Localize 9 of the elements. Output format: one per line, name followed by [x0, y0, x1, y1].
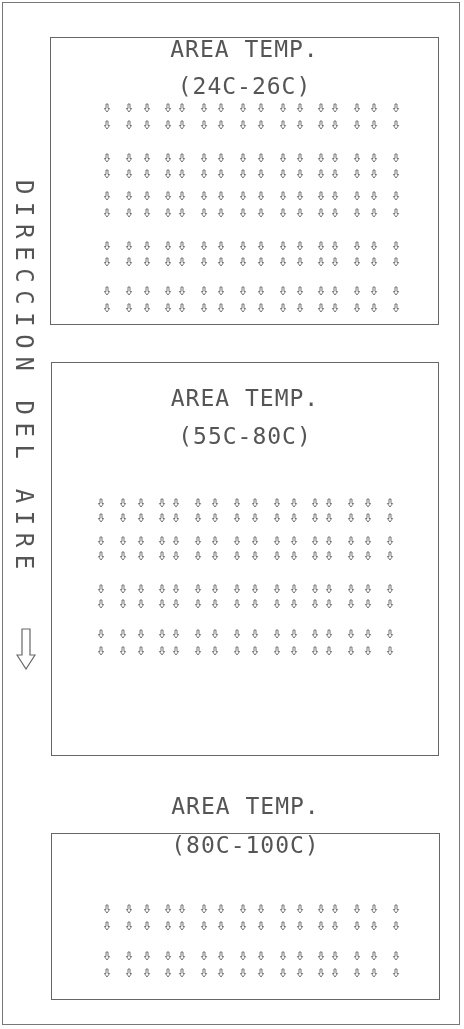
zone-title: AREA TEMP.: [171, 795, 320, 818]
direction-label: DIRECCION DEL AIRE: [12, 180, 36, 577]
zone-frame: [51, 362, 439, 756]
zone-title: AREA TEMP.: [170, 38, 319, 61]
zone-title: (24C-26C): [177, 75, 312, 98]
zone-title: (55C-80C): [178, 425, 312, 448]
zone-frame: [50, 37, 439, 325]
zone-title: AREA TEMP.: [170, 387, 320, 410]
zone-title: (80C-100C): [171, 834, 320, 857]
